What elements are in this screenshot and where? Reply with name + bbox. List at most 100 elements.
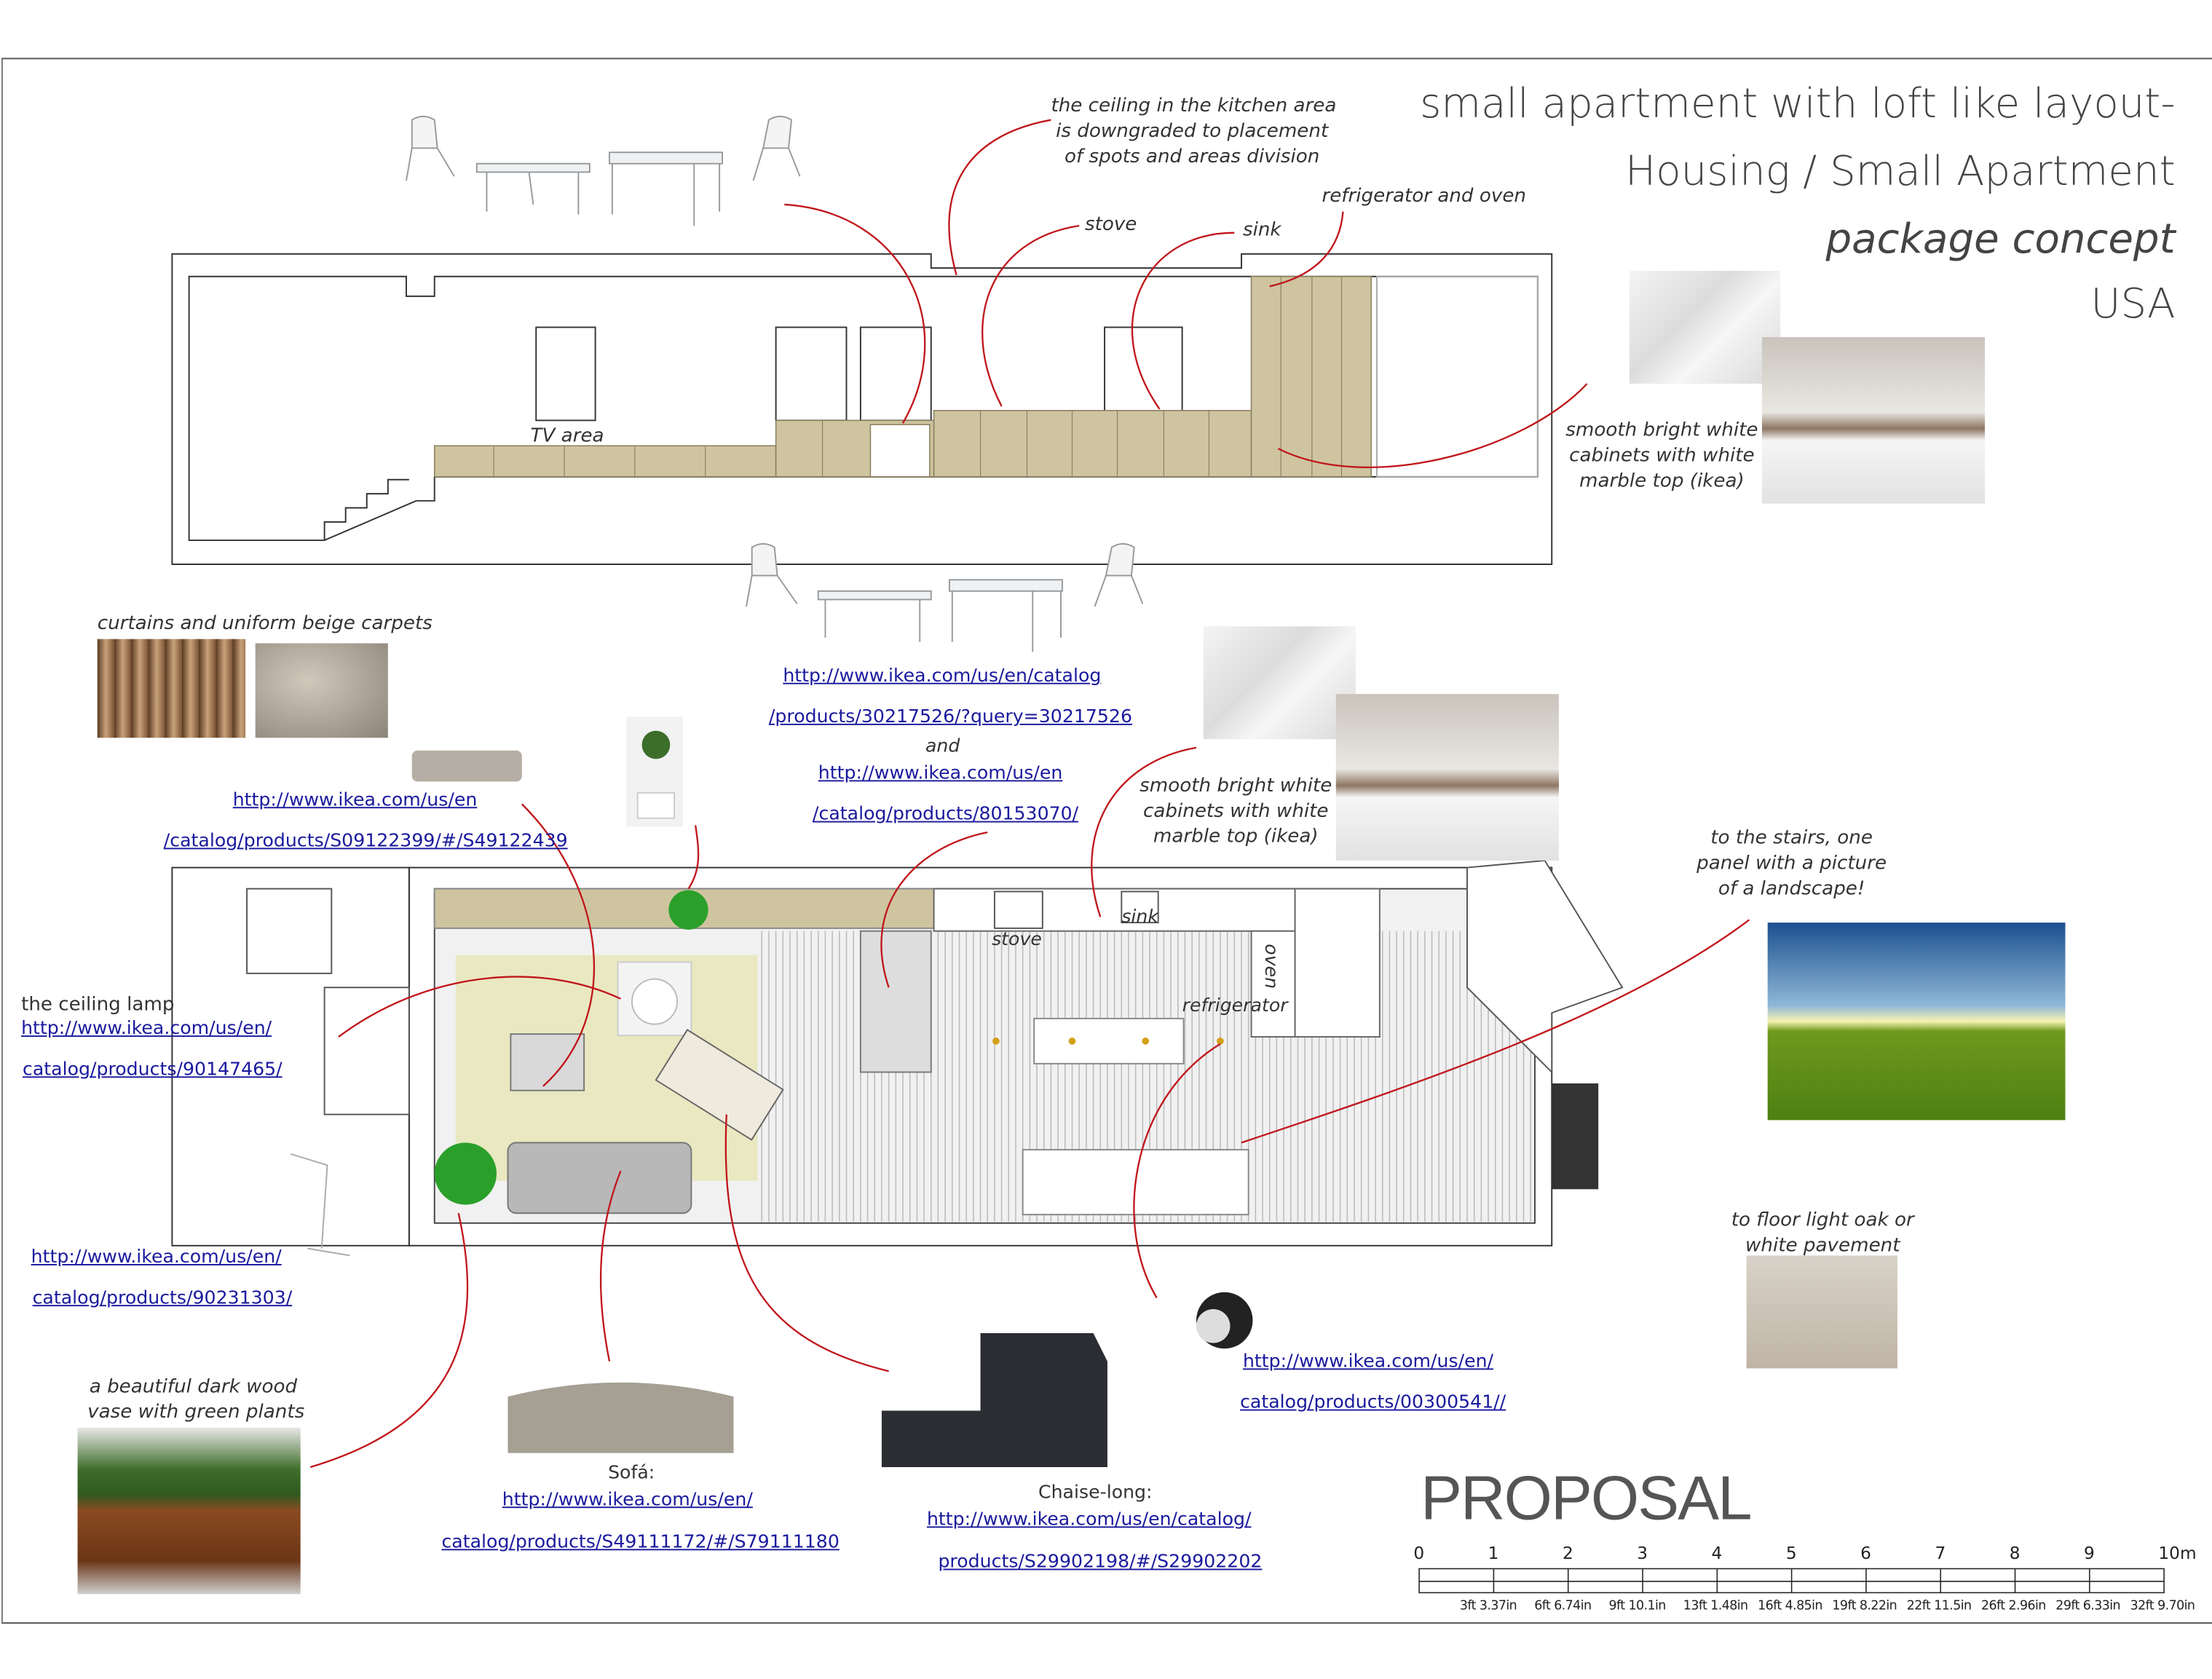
chair-link-line2[interactable]: /catalog/products/80153070/ <box>813 804 1079 826</box>
annotation-arrows <box>309 119 1750 1469</box>
floor-plan <box>171 859 1624 1247</box>
vase-note: a beautiful dark wood vase with green pl… <box>87 1374 305 1425</box>
note-line: panel with a picture <box>1696 852 1887 875</box>
plan-sink-label: sink <box>1121 906 1158 928</box>
plan-stove-label: stove <box>992 929 1042 951</box>
ceiling-note-line: of spots and areas division <box>1064 145 1320 168</box>
scale-metric-label: 3 <box>1637 1543 1648 1563</box>
scale-imperial-label: 13ft 1.48in <box>1683 1600 1748 1614</box>
note-line: to floor light oak or <box>1731 1209 1914 1232</box>
scale-metric-label: 7 <box>1935 1543 1946 1563</box>
note-line: smooth bright white <box>1565 419 1758 442</box>
sofa-link-line2[interactable]: catalog/products/S49111172/#/S79111180 <box>441 1532 840 1554</box>
marble-sample-image-top <box>1629 271 1781 384</box>
cabinets-note-top: smooth bright white cabinets with white … <box>1563 418 1761 494</box>
board-frame <box>1 58 2212 1624</box>
cabinets-note-mid: smooth bright white cabinets with white … <box>1137 773 1335 850</box>
floor-note: to floor light oak or white pavement <box>1724 1208 1921 1259</box>
chaise-link-line2[interactable]: products/S29902198/#/S29902202 <box>938 1552 1263 1573</box>
note-line: of a landscape! <box>1718 877 1865 901</box>
ottoman-link-line2[interactable]: /catalog/products/S09122399/#/S49122439 <box>163 831 568 853</box>
ottoman-link-line1[interactable]: http://www.ikea.com/us/en <box>232 790 478 812</box>
lamp-link-line2[interactable]: catalog/products/90147465/ <box>23 1059 283 1081</box>
note-line: smooth bright white <box>1139 774 1332 797</box>
sofa-image <box>507 1382 734 1453</box>
kitchen-elevation <box>171 253 1553 565</box>
and-label: and <box>925 736 960 758</box>
landscape-image <box>1767 923 2066 1121</box>
lamp-link-line1[interactable]: http://www.ikea.com/us/en/ <box>21 1018 272 1040</box>
scale-imperial-label: 29ft 6.33in <box>2055 1600 2121 1614</box>
chaise-link-line1[interactable]: http://www.ikea.com/us/en/catalog/ <box>926 1509 1252 1531</box>
chaise-label: Chaise-long: <box>1038 1482 1153 1504</box>
note-line: cabinets with white <box>1142 799 1329 823</box>
scale-imperial-label: 6ft 6.74in <box>1534 1600 1592 1614</box>
scale-imperial-label: 16ft 4.85in <box>1758 1600 1822 1614</box>
floor-lamp-image <box>290 1153 350 1257</box>
scale-imperial-label: 26ft 2.96in <box>1981 1600 2046 1614</box>
scale-bar <box>1418 1568 2165 1594</box>
ottoman-image <box>411 750 522 782</box>
title-line-2: Housing / Small Apartment <box>1625 146 2176 195</box>
scale-imperial-label: 3ft 3.37in <box>1459 1600 1517 1614</box>
note-line: to the stairs, one <box>1710 826 1873 850</box>
spotlight-link-line2[interactable]: catalog/products/00300541// <box>1240 1392 1506 1414</box>
ceiling-note-line: the ceiling in the kitchen area <box>1051 94 1337 117</box>
chair-link-line1[interactable]: http://www.ikea.com/us/en <box>818 763 1063 785</box>
kitchen-photo-mid <box>1335 694 1559 861</box>
spotlight-image <box>1196 1292 1253 1349</box>
dining-set-image-mid <box>745 542 1144 652</box>
elevation-cabinets <box>433 275 1372 478</box>
plan-oven-label: oven <box>1260 944 1281 989</box>
scale-metric-label: 9 <box>2084 1543 2095 1563</box>
scale-metric-label: 1 <box>1488 1543 1499 1563</box>
table-link-line1[interactable]: http://www.ikea.com/us/en/catalog <box>783 665 1102 687</box>
stove-label: stove <box>1084 213 1137 236</box>
note-line: marble top (ikea) <box>1579 470 1745 493</box>
title-line-4: USA <box>2090 279 2176 328</box>
stairs-note: to the stairs, one panel with a picture … <box>1693 825 1890 901</box>
floor-lamp-link-line2[interactable]: catalog/products/90231303/ <box>32 1287 293 1309</box>
table-link-line2[interactable]: /products/30217526/?query=30217526 <box>768 706 1132 728</box>
scale-metric-label: 4 <box>1711 1543 1723 1563</box>
tv-area-label: TV area <box>530 424 604 448</box>
note-line: a beautiful dark wood <box>89 1375 298 1399</box>
spotlight-link-line1[interactable]: http://www.ikea.com/us/en/ <box>1242 1351 1494 1373</box>
kitchen-photo-top <box>1761 337 1986 504</box>
ceiling-note-line: is downgraded to placement <box>1056 119 1329 143</box>
sofa-label: Sofá: <box>608 1463 655 1485</box>
plan-refrigerator-label: refrigerator <box>1182 995 1288 1017</box>
scale-metric-label: 10m <box>2158 1543 2197 1563</box>
scale-imperial-label: 32ft 9.70in <box>2130 1600 2195 1614</box>
curtains-note: curtains and uniform beige carpets <box>97 612 432 635</box>
curtains-image <box>97 639 246 738</box>
scale-imperial-label: 22ft 11.5in <box>1906 1600 1972 1614</box>
floor-sample-image <box>1746 1255 1897 1369</box>
dining-set-image-top <box>406 115 801 226</box>
scale-metric-label: 0 <box>1413 1543 1425 1563</box>
planters-image <box>77 1427 301 1595</box>
floor-lamp-link-line1[interactable]: http://www.ikea.com/us/en/ <box>31 1247 282 1268</box>
chaise-image <box>881 1332 1107 1467</box>
sink-label: sink <box>1242 218 1281 242</box>
scale-metric-label: 6 <box>1860 1543 1871 1563</box>
sofa-link-line1[interactable]: http://www.ikea.com/us/en/ <box>502 1490 753 1512</box>
ceiling-note: the ceiling in the kitchen area is downg… <box>1051 93 1337 170</box>
carpet-image <box>255 643 388 738</box>
note-line: white pavement <box>1745 1234 1900 1257</box>
ceiling-lamp-note: the ceiling lamp <box>21 993 175 1016</box>
marble-sample-image-mid <box>1203 626 1356 740</box>
note-line: marble top (ikea) <box>1153 825 1319 848</box>
title-line-1: small apartment with loft like layout- <box>1420 79 2176 127</box>
scale-metric-label: 2 <box>1562 1543 1573 1563</box>
note-line: vase with green plants <box>87 1400 305 1423</box>
scale-metric-label: 8 <box>2009 1543 2021 1563</box>
title-line-3: package concept <box>1825 214 2176 263</box>
note-line: cabinets with white <box>1569 444 1755 467</box>
fridge-oven-label: refrigerator and oven <box>1322 184 1527 208</box>
scale-imperial-label: 19ft 8.22in <box>1832 1600 1897 1614</box>
scale-imperial-label: 9ft 10.1in <box>1608 1600 1667 1614</box>
scale-metric-label: 5 <box>1785 1543 1797 1563</box>
